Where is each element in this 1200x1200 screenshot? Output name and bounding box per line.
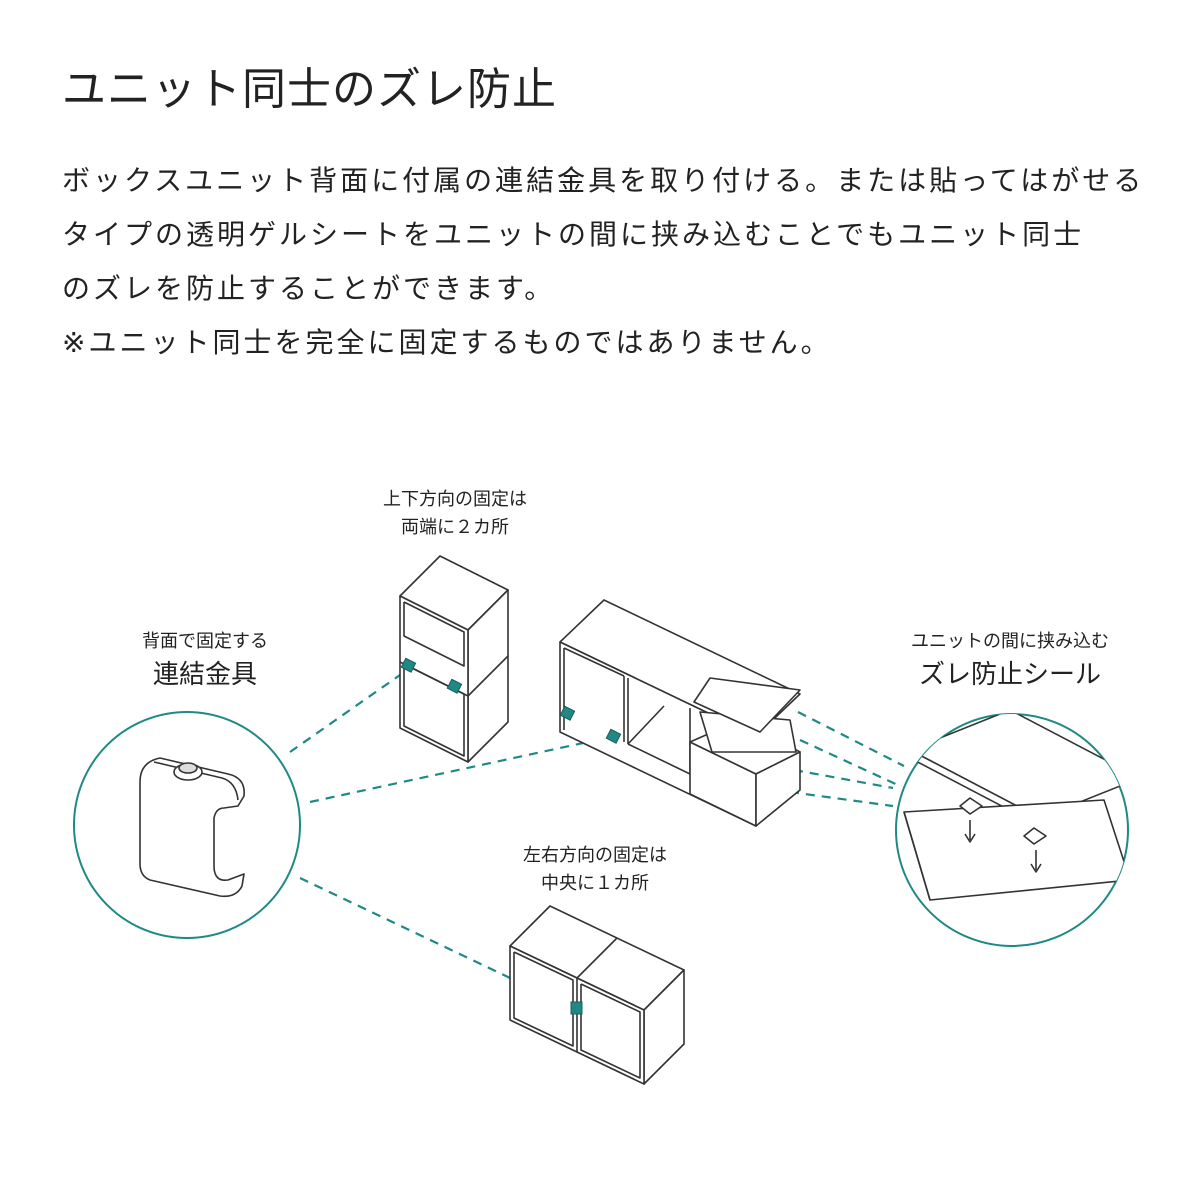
page-title: ユニット同士のズレ防止 bbox=[62, 64, 557, 115]
sideboard-brackets bbox=[559, 705, 622, 744]
wide-unit-bracket bbox=[570, 1001, 583, 1015]
wide-side-by-side-unit bbox=[509, 905, 685, 1085]
tall-stacked-unit bbox=[399, 555, 509, 763]
bracket-detail bbox=[73, 711, 301, 939]
sheet-caption: ユニットの間に挟み込む bbox=[911, 631, 1109, 652]
bracket-title: 連結金具 bbox=[152, 660, 257, 690]
sheet-label: ユニットの間に挟み込む ズレ防止シール bbox=[880, 628, 1140, 694]
leader-sheet-mid bbox=[799, 739, 901, 787]
horizontal-fix-label: 左右方向の固定は 中央に１カ所 bbox=[480, 842, 710, 898]
bracket-label: 背面で固定する 連結金具 bbox=[90, 628, 320, 694]
description-line: ※ユニット同士を完全に固定するものではありません。 bbox=[62, 326, 832, 359]
horizontal-fix-line2: 中央に１カ所 bbox=[541, 873, 649, 894]
vertical-fix-line2: 両端に２カ所 bbox=[401, 517, 509, 538]
leader-sheet-bottom bbox=[789, 790, 894, 808]
description-line: のズレを防止することができます。 bbox=[62, 272, 556, 305]
leader-bracket-to-sideboard bbox=[309, 733, 621, 804]
leader-sheet-top bbox=[797, 711, 905, 767]
description-line: タイプの透明ゲルシートをユニットの間に挟み込むことでもユニット同士 bbox=[62, 218, 1085, 251]
leader-lines bbox=[289, 667, 905, 1009]
gel-sheet-piece bbox=[1023, 827, 1047, 845]
sideboard-unit bbox=[559, 599, 801, 827]
sheet-detail bbox=[895, 713, 1129, 947]
description: ボックスユニット背面に付属の連結金具を取り付ける。または貼ってはがせる タイプの… bbox=[62, 154, 1152, 370]
vertical-fix-line1: 上下方向の固定は bbox=[383, 489, 527, 510]
sheet-title: ズレ防止シール bbox=[918, 660, 1101, 690]
gel-sheet-piece bbox=[959, 797, 983, 815]
leader-sheet-low bbox=[793, 768, 894, 790]
description-line: ボックスユニット背面に付属の連結金具を取り付ける。または貼ってはがせる bbox=[62, 164, 1145, 197]
leader-bracket-to-wide bbox=[299, 877, 574, 1009]
horizontal-fix-line1: 左右方向の固定は bbox=[523, 845, 667, 866]
tall-unit-brackets bbox=[400, 657, 463, 694]
leader-bracket-to-tall bbox=[289, 667, 411, 753]
connector-bracket-drawing bbox=[139, 757, 245, 898]
bracket-caption: 背面で固定する bbox=[142, 631, 268, 652]
vertical-fix-label: 上下方向の固定は 両端に２カ所 bbox=[340, 486, 570, 542]
gel-sheet-drawing bbox=[903, 714, 1128, 901]
